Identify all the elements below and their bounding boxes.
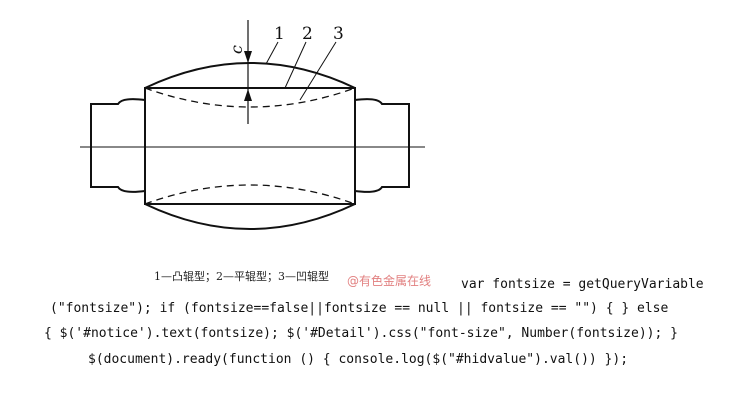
part-label-3: 3 (333, 24, 344, 44)
part-label-2: 2 (302, 24, 313, 44)
right-shaft (354, 98, 410, 193)
code-text-line: $(document).ready(function () { console.… (88, 352, 629, 367)
convex-profile-top (144, 62, 356, 89)
left-shaft (90, 98, 146, 193)
roll-profile-diagram: c 1 2 3 (80, 20, 425, 230)
dimension-label-c: c (227, 45, 246, 54)
code-text-line: var fontsize = getQueryVariable (461, 277, 704, 292)
watermark: @有色金属在线 (347, 274, 432, 288)
concave-profile-bottom (144, 184, 356, 205)
code-text-line: { $('#notice').text(fontsize); $('#Detai… (44, 326, 678, 341)
part-label-1: 1 (274, 24, 285, 44)
leader-line-2 (284, 41, 307, 89)
code-text-line: ("fontsize"); if (fontsize==false||fonts… (50, 301, 669, 316)
leader-line-1 (265, 41, 279, 65)
flat-roll-body (144, 87, 356, 205)
dimension-arrow-up (244, 89, 252, 101)
leader-line-3 (299, 41, 337, 101)
dimension-arrow-down (244, 51, 252, 63)
concave-profile-top (144, 87, 356, 108)
convex-profile-bottom (144, 203, 356, 230)
figure-caption: 1—凸辊型；2—平辊型；3—凹辊型 (154, 270, 329, 283)
